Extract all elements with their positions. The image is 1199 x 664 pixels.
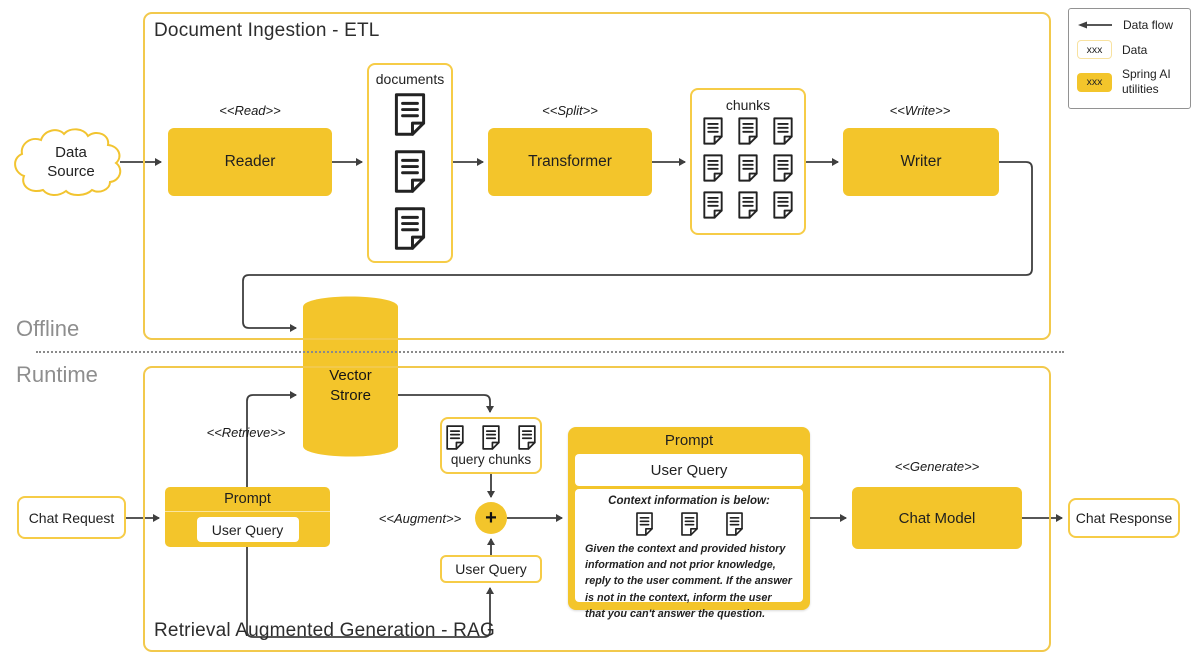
documents-icons: [391, 87, 429, 252]
document-icon: [394, 93, 426, 136]
offline-runtime-divider: [36, 351, 1064, 353]
document-icon: [680, 512, 698, 536]
etl-title: Document Ingestion - ETL: [154, 20, 380, 41]
line-writer-vectorstore: [242, 161, 1033, 332]
data-source-label: Data Source: [47, 144, 95, 180]
document-icon: [773, 154, 793, 182]
prompt-big-user-query: User Query: [575, 454, 803, 486]
legend-row-data: xxx Data: [1077, 40, 1182, 59]
document-icon: [703, 191, 723, 219]
prompt-big-box: Prompt User Query Context information is…: [568, 427, 810, 620]
prompt-small-user-query: User Query: [196, 517, 299, 542]
document-icon: [703, 154, 723, 182]
write-stereotype: <<Write>>: [889, 103, 951, 118]
document-icon: [738, 191, 758, 219]
document-icon: [635, 512, 653, 536]
data-sample-box: xxx: [1077, 40, 1112, 59]
context-instructions: Given the context and provided history i…: [585, 543, 792, 620]
read-stereotype: <<Read>>: [219, 103, 281, 118]
augment-stereotype: <<Augment>>: [378, 511, 462, 526]
data-source-cloud: [14, 128, 122, 196]
prompt-big-context-panel: Context information is below: Given the …: [575, 489, 803, 620]
reader-box: Reader: [168, 128, 332, 196]
legend-data-label: Data: [1122, 42, 1148, 57]
documents-box: documents: [367, 63, 453, 263]
chat-model-box: Chat Model: [852, 487, 1022, 549]
document-icon: [518, 425, 536, 450]
prompt-small-box: Prompt User Query: [165, 487, 330, 547]
data-flow-arrow-icon: [1078, 21, 1112, 29]
line-prompt-loop-userquery: [246, 547, 494, 638]
chunks-label: chunks: [725, 97, 771, 113]
document-icon: [703, 117, 723, 145]
legend-row-dataflow: Data flow: [1077, 18, 1182, 32]
prompt-small-title: Prompt: [165, 487, 330, 512]
query-chunks-icons: [444, 424, 538, 451]
split-stereotype: <<Split>>: [542, 103, 598, 118]
legend-dataflow-label: Data flow: [1123, 18, 1174, 32]
prompt-big-title: Prompt: [664, 432, 714, 449]
chat-response-box: Chat Response: [1068, 498, 1180, 538]
document-icon: [773, 191, 793, 219]
document-icon: [394, 207, 426, 250]
transformer-box: Transformer: [488, 128, 652, 196]
chunks-icons: [701, 113, 795, 220]
line-vectorstore-querychunks: [398, 394, 494, 413]
line-prompt-retrieve-vectorstore: [246, 391, 297, 487]
document-icon: [394, 150, 426, 193]
query-chunks-label: query chunks: [450, 452, 532, 467]
context-doc-icons: [585, 511, 793, 537]
document-icon: [725, 512, 743, 536]
runtime-label: Runtime: [16, 362, 98, 387]
chat-request-box: Chat Request: [17, 496, 126, 539]
vector-store-label: Vector Strore: [329, 367, 372, 404]
document-icon: [482, 425, 500, 450]
document-icon: [738, 154, 758, 182]
rag-title: Retrieval Augmented Generation - RAG: [154, 620, 495, 641]
legend: Data flow xxx Data xxx Spring AI utiliti…: [1068, 8, 1191, 109]
legend-row-spring: xxx Spring AI utilities: [1077, 67, 1182, 97]
query-chunks-box: query chunks: [440, 417, 542, 474]
writer-box: Writer: [843, 128, 999, 196]
vector-store-cylinder: [303, 296, 398, 457]
rag-container: [143, 366, 1051, 652]
chunks-box: chunks: [690, 88, 806, 235]
etl-container: [143, 12, 1051, 340]
augment-plus-node: +: [475, 502, 507, 534]
offline-label: Offline: [16, 316, 80, 341]
generate-stereotype: <<Generate>>: [894, 459, 980, 474]
legend-spring-label: Spring AI utilities: [1122, 67, 1171, 96]
document-icon: [738, 117, 758, 145]
user-query-box: User Query: [440, 555, 542, 583]
spring-sample-box: xxx: [1077, 72, 1112, 92]
documents-label: documents: [375, 71, 445, 87]
context-heading: Context information is below:: [608, 495, 770, 507]
document-icon: [446, 425, 464, 450]
document-icon: [773, 117, 793, 145]
retrieve-stereotype: <<Retrieve>>: [206, 425, 286, 440]
